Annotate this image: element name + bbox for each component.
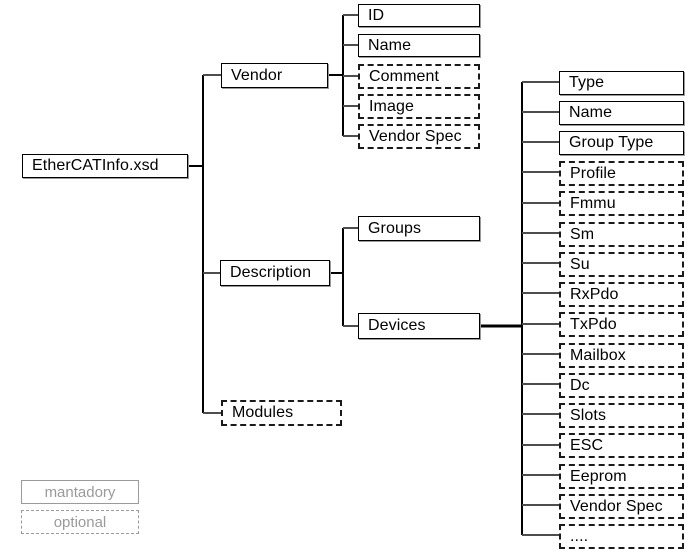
- node-label: Dc: [570, 376, 590, 394]
- node-vendor-vendor-spec[interactable]: Vendor Spec: [358, 124, 480, 149]
- node-label: Image: [369, 97, 414, 115]
- node-label: ....: [570, 527, 589, 545]
- node-label: Sm: [570, 225, 595, 243]
- node-label: Slots: [570, 406, 607, 424]
- legend-label: mantadory: [44, 483, 116, 501]
- node-vendor-image[interactable]: Image: [358, 94, 480, 119]
- node-device-mailbox[interactable]: Mailbox: [559, 343, 684, 368]
- legend-optional: optional: [21, 510, 139, 534]
- node-ethercatinfo-xsd[interactable]: EtherCATInfo.xsd: [22, 154, 188, 178]
- node-device-profile[interactable]: Profile: [559, 161, 684, 186]
- node-device-vendor-spec[interactable]: Vendor Spec: [559, 494, 684, 519]
- node-label: Vendor Spec: [369, 127, 462, 145]
- node-label: Devices: [368, 317, 426, 334]
- node-device-group-type[interactable]: Group Type: [559, 131, 684, 155]
- node-vendor[interactable]: Vendor: [221, 63, 328, 88]
- node-label: Vendor: [231, 66, 283, 84]
- node-device-sm[interactable]: Sm: [559, 222, 684, 247]
- node-device-txpdo[interactable]: TxPdo: [559, 312, 684, 337]
- node-device-type[interactable]: Type: [559, 71, 684, 95]
- node-label: Comment: [369, 67, 440, 85]
- node-label: Mailbox: [570, 346, 626, 364]
- node-label: ID: [368, 6, 385, 24]
- node-devices[interactable]: Devices: [358, 313, 480, 339]
- node-label: Group Type: [569, 134, 654, 151]
- node-device-su[interactable]: Su: [559, 252, 684, 277]
- node-device-fmmu[interactable]: Fmmu: [559, 191, 684, 216]
- node-device-rxpdo[interactable]: RxPdo: [559, 282, 684, 307]
- legend-mandatory: mantadory: [21, 480, 139, 504]
- legend-label: optional: [53, 513, 107, 531]
- node-label: Groups: [368, 219, 422, 237]
- node-device-more[interactable]: ....: [559, 524, 684, 549]
- node-label: Name: [569, 104, 613, 121]
- node-vendor-name[interactable]: Name: [358, 34, 480, 57]
- node-device-eeprom[interactable]: Eeprom: [559, 464, 684, 489]
- node-label: Fmmu: [570, 194, 616, 212]
- node-label: Vendor Spec: [570, 497, 663, 515]
- node-label: Description: [230, 264, 312, 281]
- node-groups[interactable]: Groups: [358, 216, 480, 241]
- node-modules[interactable]: Modules: [221, 400, 342, 426]
- node-label: TxPdo: [570, 315, 617, 333]
- node-label: ESC: [570, 436, 604, 454]
- node-label: Modules: [232, 404, 294, 421]
- node-device-dc[interactable]: Dc: [559, 373, 684, 398]
- node-label: Eeprom: [570, 467, 627, 485]
- node-device-slots[interactable]: Slots: [559, 403, 684, 428]
- node-device-esc[interactable]: ESC: [559, 433, 684, 458]
- node-label: EtherCATInfo.xsd: [32, 157, 159, 174]
- node-description[interactable]: Description: [220, 260, 330, 286]
- node-label: RxPdo: [570, 285, 619, 303]
- node-vendor-id[interactable]: ID: [358, 4, 480, 27]
- node-device-name[interactable]: Name: [559, 101, 684, 125]
- node-label: Name: [368, 36, 412, 54]
- node-label: Su: [570, 255, 590, 273]
- node-vendor-comment[interactable]: Comment: [358, 64, 480, 89]
- node-label: Profile: [570, 164, 617, 182]
- node-label: Type: [569, 74, 605, 91]
